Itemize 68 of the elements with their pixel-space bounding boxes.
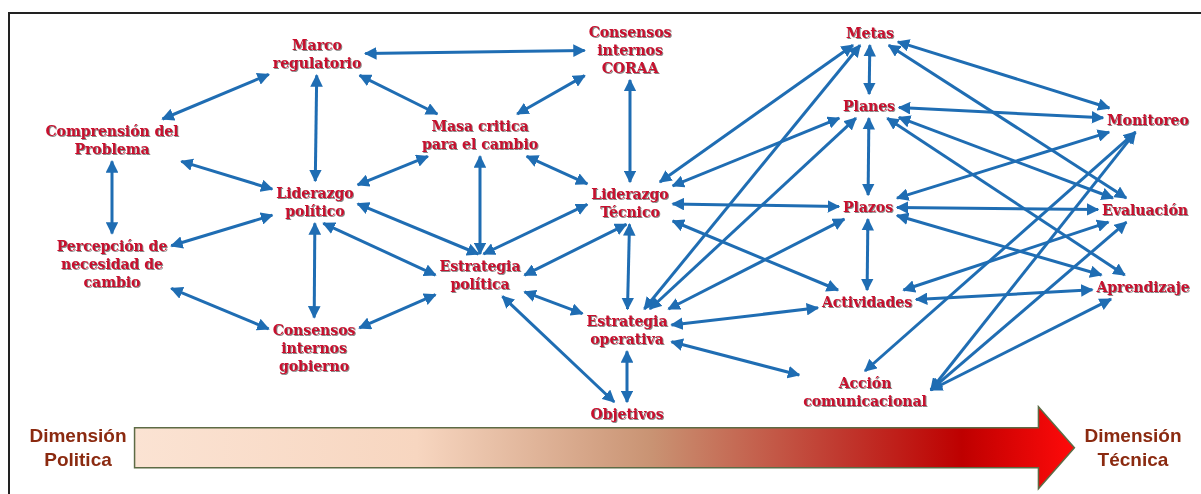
double-arrow (623, 78, 637, 184)
double-arrow (363, 44, 586, 60)
double-arrow (667, 217, 846, 311)
concept-label: Metas (835, 24, 905, 43)
double-arrow (886, 116, 1126, 277)
double-arrow (896, 39, 1111, 111)
double-arrow (670, 338, 801, 379)
double-arrow (501, 295, 616, 404)
concept-label: Objetivos (577, 405, 677, 424)
double-arrow (358, 293, 437, 330)
concept-label: Estrategia operativa (567, 312, 687, 349)
concept-label: Actividades (807, 293, 927, 312)
double-arrow (648, 117, 857, 311)
concept-label: Planes (829, 97, 909, 116)
double-arrow (525, 155, 589, 186)
double-arrow (482, 203, 589, 256)
concept-label: Marco regulatorio (257, 36, 377, 73)
double-arrow (308, 222, 322, 319)
double-arrow (180, 158, 274, 192)
double-arrow (902, 219, 1110, 293)
double-arrow (914, 284, 1094, 306)
concept-label: Liderazgo Técnico (572, 185, 688, 222)
double-arrow (671, 116, 841, 188)
double-arrow (621, 223, 636, 311)
concept-label: Consensos internos CORAA (575, 22, 685, 78)
concept-label: Consensos internos gobierno (256, 320, 372, 376)
axis-end-label: Dimensión Técnica (1073, 424, 1193, 472)
double-arrow (523, 289, 584, 316)
double-arrow (523, 223, 628, 277)
concept-label: Plazos (828, 198, 908, 217)
double-arrow (322, 222, 437, 277)
concept-label: Evaluación (1091, 201, 1199, 220)
gradient-arrow (133, 404, 1076, 491)
double-arrow (643, 44, 862, 310)
double-arrow (670, 302, 820, 330)
double-arrow (897, 101, 1105, 124)
double-arrow (895, 212, 1103, 278)
concept-label: Comprensión del Problema (22, 122, 202, 159)
concept-label: Masa critica para el cambio (412, 117, 548, 154)
concept-label: Liderazgo político (257, 184, 373, 221)
double-arrow (929, 297, 1113, 392)
double-arrow (356, 154, 429, 187)
concept-label: Monitoreo (1098, 111, 1198, 130)
double-arrow (170, 212, 274, 249)
double-arrow (895, 201, 1100, 216)
double-arrow (860, 217, 875, 292)
double-arrow (516, 74, 586, 116)
concept-label: Acción comunicacional (782, 374, 948, 411)
double-arrow (105, 160, 119, 235)
double-arrow (473, 155, 487, 256)
double-arrow (671, 219, 840, 292)
double-arrow (897, 115, 1115, 200)
double-arrow (895, 129, 1111, 201)
concept-label: Aprendizaje (1087, 278, 1199, 297)
double-arrow (887, 43, 1128, 200)
double-arrow (863, 43, 876, 96)
concept-label: Percepción de necesidad de cambio (32, 236, 192, 292)
double-arrow (861, 116, 876, 197)
axis-end-label: Dimensión Politica (13, 424, 143, 472)
double-arrow (356, 202, 480, 256)
double-arrow (671, 197, 841, 213)
double-arrow (358, 74, 439, 116)
double-arrow (620, 350, 634, 404)
double-arrow (161, 73, 270, 121)
double-arrow (658, 43, 854, 184)
concept-label: Estrategia política (422, 257, 538, 294)
double-arrow (170, 287, 270, 331)
double-arrow (309, 74, 323, 183)
